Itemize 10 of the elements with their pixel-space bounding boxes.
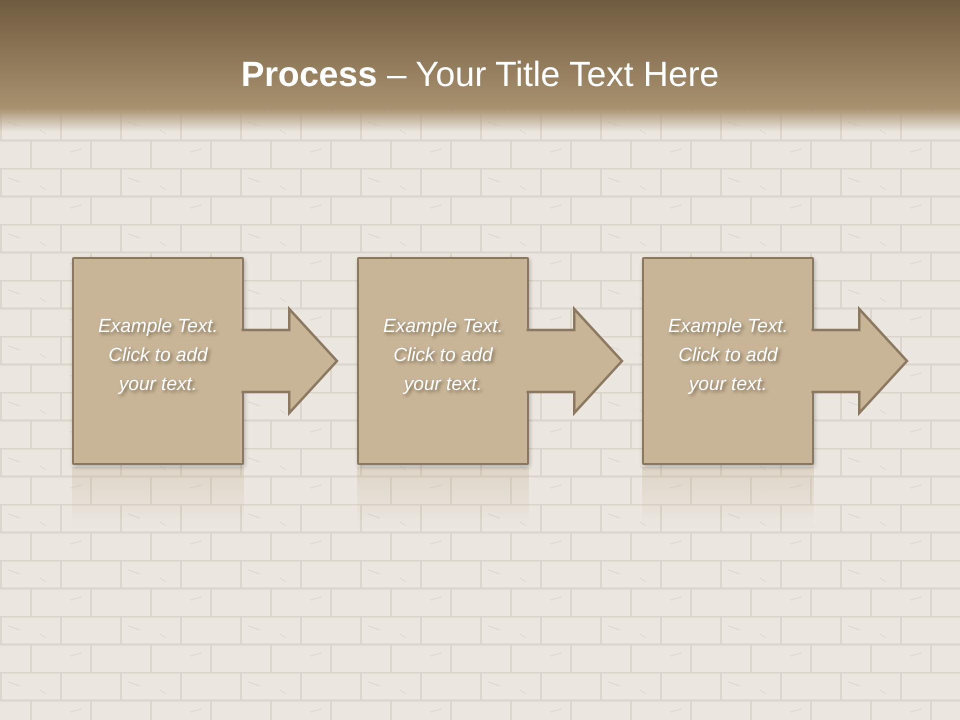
process-box — [72, 257, 244, 465]
node-text: Example Text. Click to add your text. — [97, 314, 219, 396]
block-arrow — [240, 306, 339, 416]
block-arrow — [810, 306, 909, 416]
node-text: Example Text. Click to add your text. — [667, 314, 789, 396]
block-arrow — [525, 306, 624, 416]
node-text: Example Text. Click to add your text. — [382, 314, 504, 396]
process-box — [642, 257, 814, 465]
title: Process – Your Title Text Here — [240, 54, 720, 96]
process-box — [357, 257, 529, 465]
